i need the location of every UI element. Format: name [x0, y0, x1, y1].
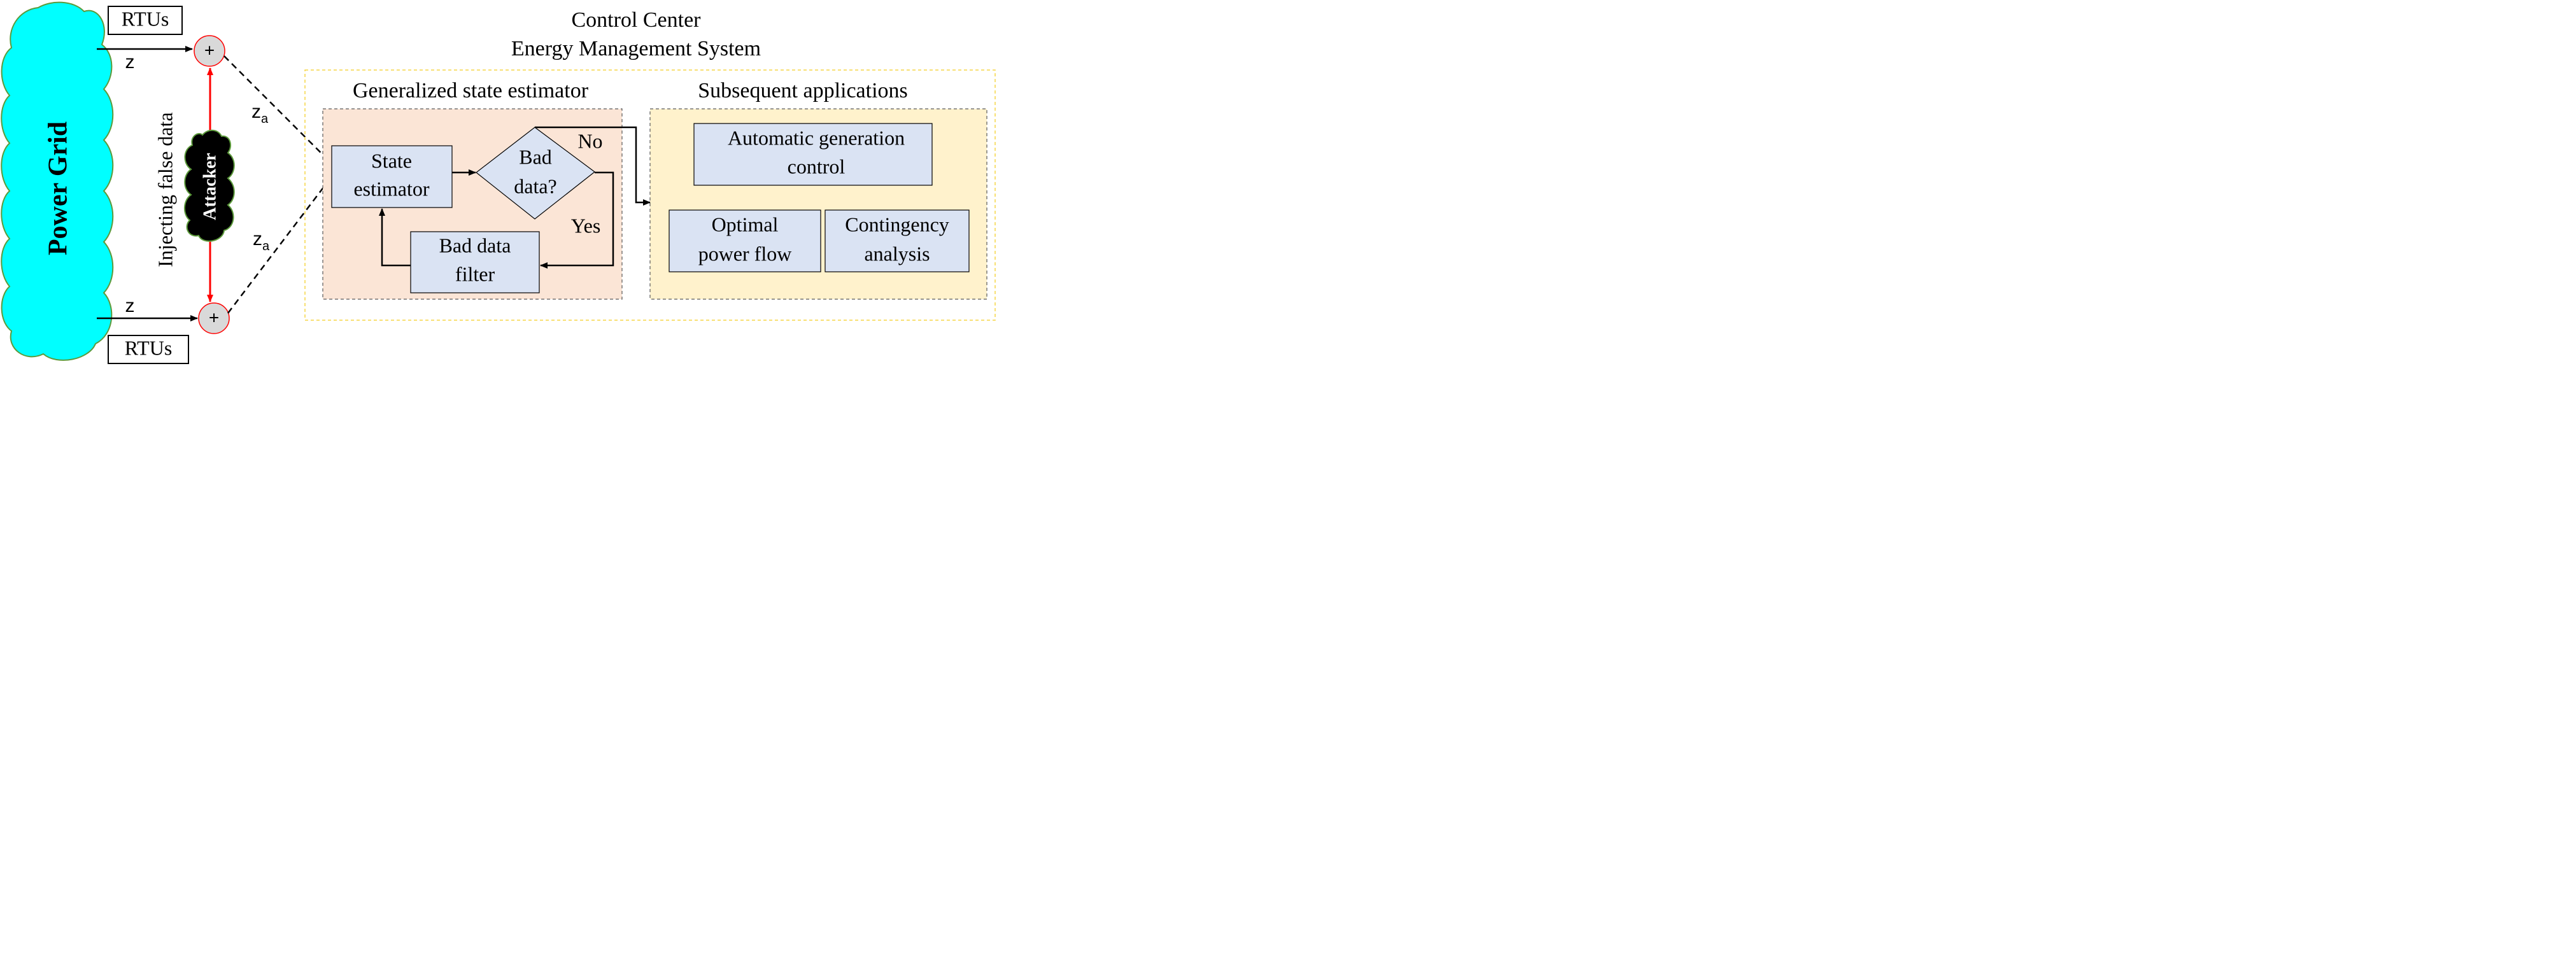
applications-group-title: Subsequent applications: [698, 79, 908, 102]
opf-box: Optimal power flow: [669, 209, 821, 272]
no-label: No: [577, 129, 602, 152]
bad-data-line2: data?: [514, 174, 557, 197]
power-grid-cloud: Power Grid: [1, 1, 114, 361]
fdia-diagram: Power Grid RTUs RTUs z z + + Attacker In…: [1, 1, 996, 364]
adder-bottom: +: [198, 302, 230, 334]
rtu-top-label: RTUs: [122, 7, 169, 30]
bad-data-filter-line1: Bad data: [439, 234, 511, 257]
agc-box: Automatic generation control: [693, 123, 933, 186]
state-estimator-line1: State: [371, 149, 412, 172]
rtu-top-box: RTUs: [108, 6, 183, 35]
contingency-line2: analysis: [864, 242, 930, 265]
adder-bottom-symbol: +: [209, 307, 219, 327]
bad-data-filter-line2: filter: [455, 262, 495, 285]
contingency-box: Contingency analysis: [824, 209, 970, 272]
power-grid-cloud-shape: [1, 1, 114, 361]
arrow-filter-to-estimator: [379, 208, 411, 267]
bad-data-filter-box: Bad data filter: [410, 231, 540, 293]
measurement-label-bottom: z: [125, 295, 135, 316]
injection-label: Injecting false data: [153, 112, 176, 267]
state-estimator-line2: estimator: [353, 177, 429, 200]
state-estimator-box: State estimator: [331, 145, 453, 208]
power-grid-label: Power Grid: [44, 122, 73, 255]
bad-data-line1: Bad: [519, 145, 552, 168]
attacked-label-bottom: za: [253, 229, 270, 253]
attacker-cloud-shape: [184, 129, 235, 242]
estimator-group-title: Generalized state estimator: [353, 79, 589, 102]
attacked-arrow-top: [223, 55, 332, 164]
arrow-decision-yes-to-filter: [540, 171, 614, 269]
arrow-decision-no-to-applications: [535, 126, 651, 206]
bad-data-decision: Bad data?: [476, 127, 595, 220]
control-center-border: [304, 69, 996, 321]
agc-line2: control: [788, 155, 846, 178]
rtu-bottom-box: RTUs: [108, 335, 189, 364]
measurement-label-top: z: [125, 52, 135, 73]
agc-line1: Automatic generation: [728, 126, 905, 149]
adder-top: +: [194, 35, 225, 67]
control-center-title: Control Center: [571, 8, 701, 32]
yes-label: Yes: [571, 214, 601, 237]
ems-title: Energy Management System: [511, 37, 761, 60]
attacked-label-top: za: [251, 101, 269, 126]
attacker-label: Attacker: [200, 153, 220, 220]
adder-top-symbol: +: [204, 40, 215, 60]
rtu-bottom-label: RTUs: [125, 336, 173, 359]
attacker-cloud: Attacker: [184, 129, 235, 242]
opf-line1: Optimal: [712, 213, 779, 236]
opf-line2: power flow: [698, 242, 792, 265]
contingency-line1: Contingency: [845, 213, 949, 236]
attacked-arrow-bottom: [227, 175, 333, 314]
